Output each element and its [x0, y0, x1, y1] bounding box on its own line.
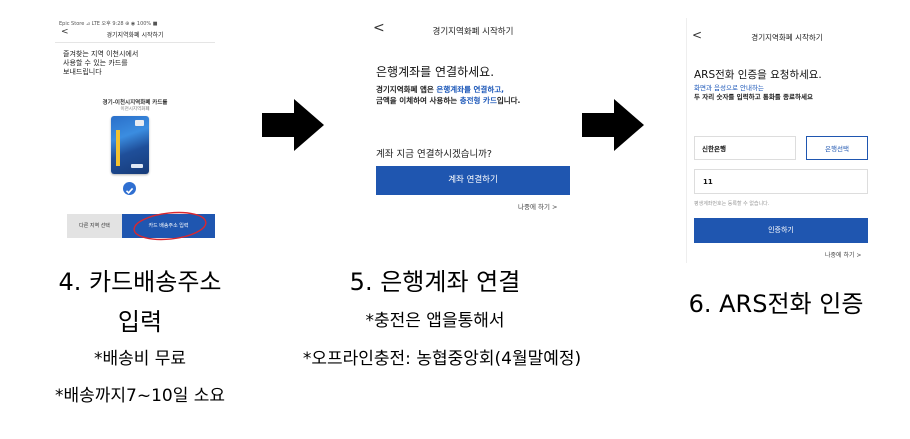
bank-select-button[interactable]: 은행선택 — [806, 136, 868, 160]
status-bar: Epic Store ⊿ LTE 오후 9:28 ⊕ ◉ 100% ■ — [59, 21, 158, 27]
description: 경기지역화폐 앱은 은행계좌를 연결하고, 금액을 이체하여 사용하는 충전형 … — [376, 85, 521, 105]
caption-step5-title: 5. 은행계좌 연결 — [349, 268, 521, 296]
description: 화면과 음성으로 안내하는 두 자리 숫자를 입력하고 통화를 종료하세요 — [694, 84, 813, 101]
bank-field[interactable]: 신한은행 — [694, 136, 796, 160]
authenticate-label: 인증하기 — [768, 226, 794, 234]
card-title: 경기-이천시지역화폐 카드를 — [102, 100, 168, 106]
enter-address-label: 카드 배송주소 입력 — [148, 223, 189, 229]
phone-screen-card-delivery: Epic Store ⊿ LTE 오후 9:28 ⊕ ◉ 100% ■ < 경기… — [55, 18, 215, 243]
caption-step4-title-2: 입력 — [117, 308, 163, 336]
checkmark-icon[interactable] — [123, 182, 136, 195]
card-image — [111, 116, 149, 174]
authenticate-button[interactable]: 인증하기 — [694, 218, 868, 243]
intro-text: 즐겨찾는 지역 이천시에서 사용할 수 있는 카드를 보내드립니다 — [63, 50, 139, 76]
heading: ARS전화 인증을 요청하세요. — [694, 69, 822, 81]
back-arrow-icon[interactable]: < — [61, 27, 69, 37]
back-arrow-icon[interactable]: < — [373, 20, 385, 36]
back-arrow-icon[interactable]: < — [692, 28, 703, 42]
right-arrow-icon — [262, 99, 324, 151]
caption-step4-note1: *배송비 무료 — [93, 349, 187, 369]
bank-value: 신한은행 — [702, 145, 726, 153]
header-divider — [55, 42, 215, 43]
question-text: 계좌 지금 연결하시겠습니까? — [376, 149, 492, 160]
phone-screen-ars-auth: < 경기지역화폐 시작하기 ARS전화 인증을 요청하세요. 화면과 음성으로 … — [686, 18, 877, 263]
card-chip — [135, 120, 144, 126]
heading: 은행계좌를 연결하세요. — [376, 65, 495, 79]
connect-account-button[interactable]: 계좌 연결하기 — [376, 166, 570, 195]
account-value: 11 — [703, 178, 713, 186]
other-region-button[interactable]: 다른 지역 선택 — [67, 214, 122, 238]
account-field[interactable]: 11 — [694, 169, 868, 194]
right-arrow-icon — [582, 99, 644, 151]
phone-screen-bank-link: < 경기지역화폐 시작하기 은행계좌를 연결하세요. 경기지역화폐 앱은 은행계… — [368, 18, 578, 216]
connect-account-label: 계좌 연결하기 — [448, 175, 498, 185]
screen-title: 경기지역화폐 시작하기 — [432, 27, 514, 37]
caption-step6-title: 6. ARS전화 인증 — [688, 290, 864, 318]
caption-step4-note2: *배송까지7~10일 소요 — [54, 386, 226, 406]
later-link[interactable]: 나중에 하기 > — [825, 252, 862, 259]
screen-title: 경기지역화폐 시작하기 — [751, 33, 823, 42]
card-logo-icon — [131, 164, 143, 168]
hint-text: 평생계좌번호는 등록할 수 없습니다. — [694, 201, 770, 207]
caption-step5-note2: *오프라인충전: 농협중앙회(4월말예정) — [302, 349, 582, 369]
card-stripe — [116, 130, 120, 166]
screen-title: 경기지역화폐 시작하기 — [106, 32, 164, 39]
highlight-circle — [133, 211, 207, 241]
bank-select-label: 은행선택 — [825, 145, 849, 153]
caption-step4-title: 4. 카드배송주소 — [58, 268, 222, 296]
other-region-label: 다른 지역 선택 — [79, 223, 110, 229]
card-subtitle: 이천시지역화폐 — [120, 107, 150, 112]
caption-step5-note1: *충전은 앱을통해서 — [365, 311, 505, 331]
later-link[interactable]: 나중에 하기 > — [518, 203, 558, 211]
